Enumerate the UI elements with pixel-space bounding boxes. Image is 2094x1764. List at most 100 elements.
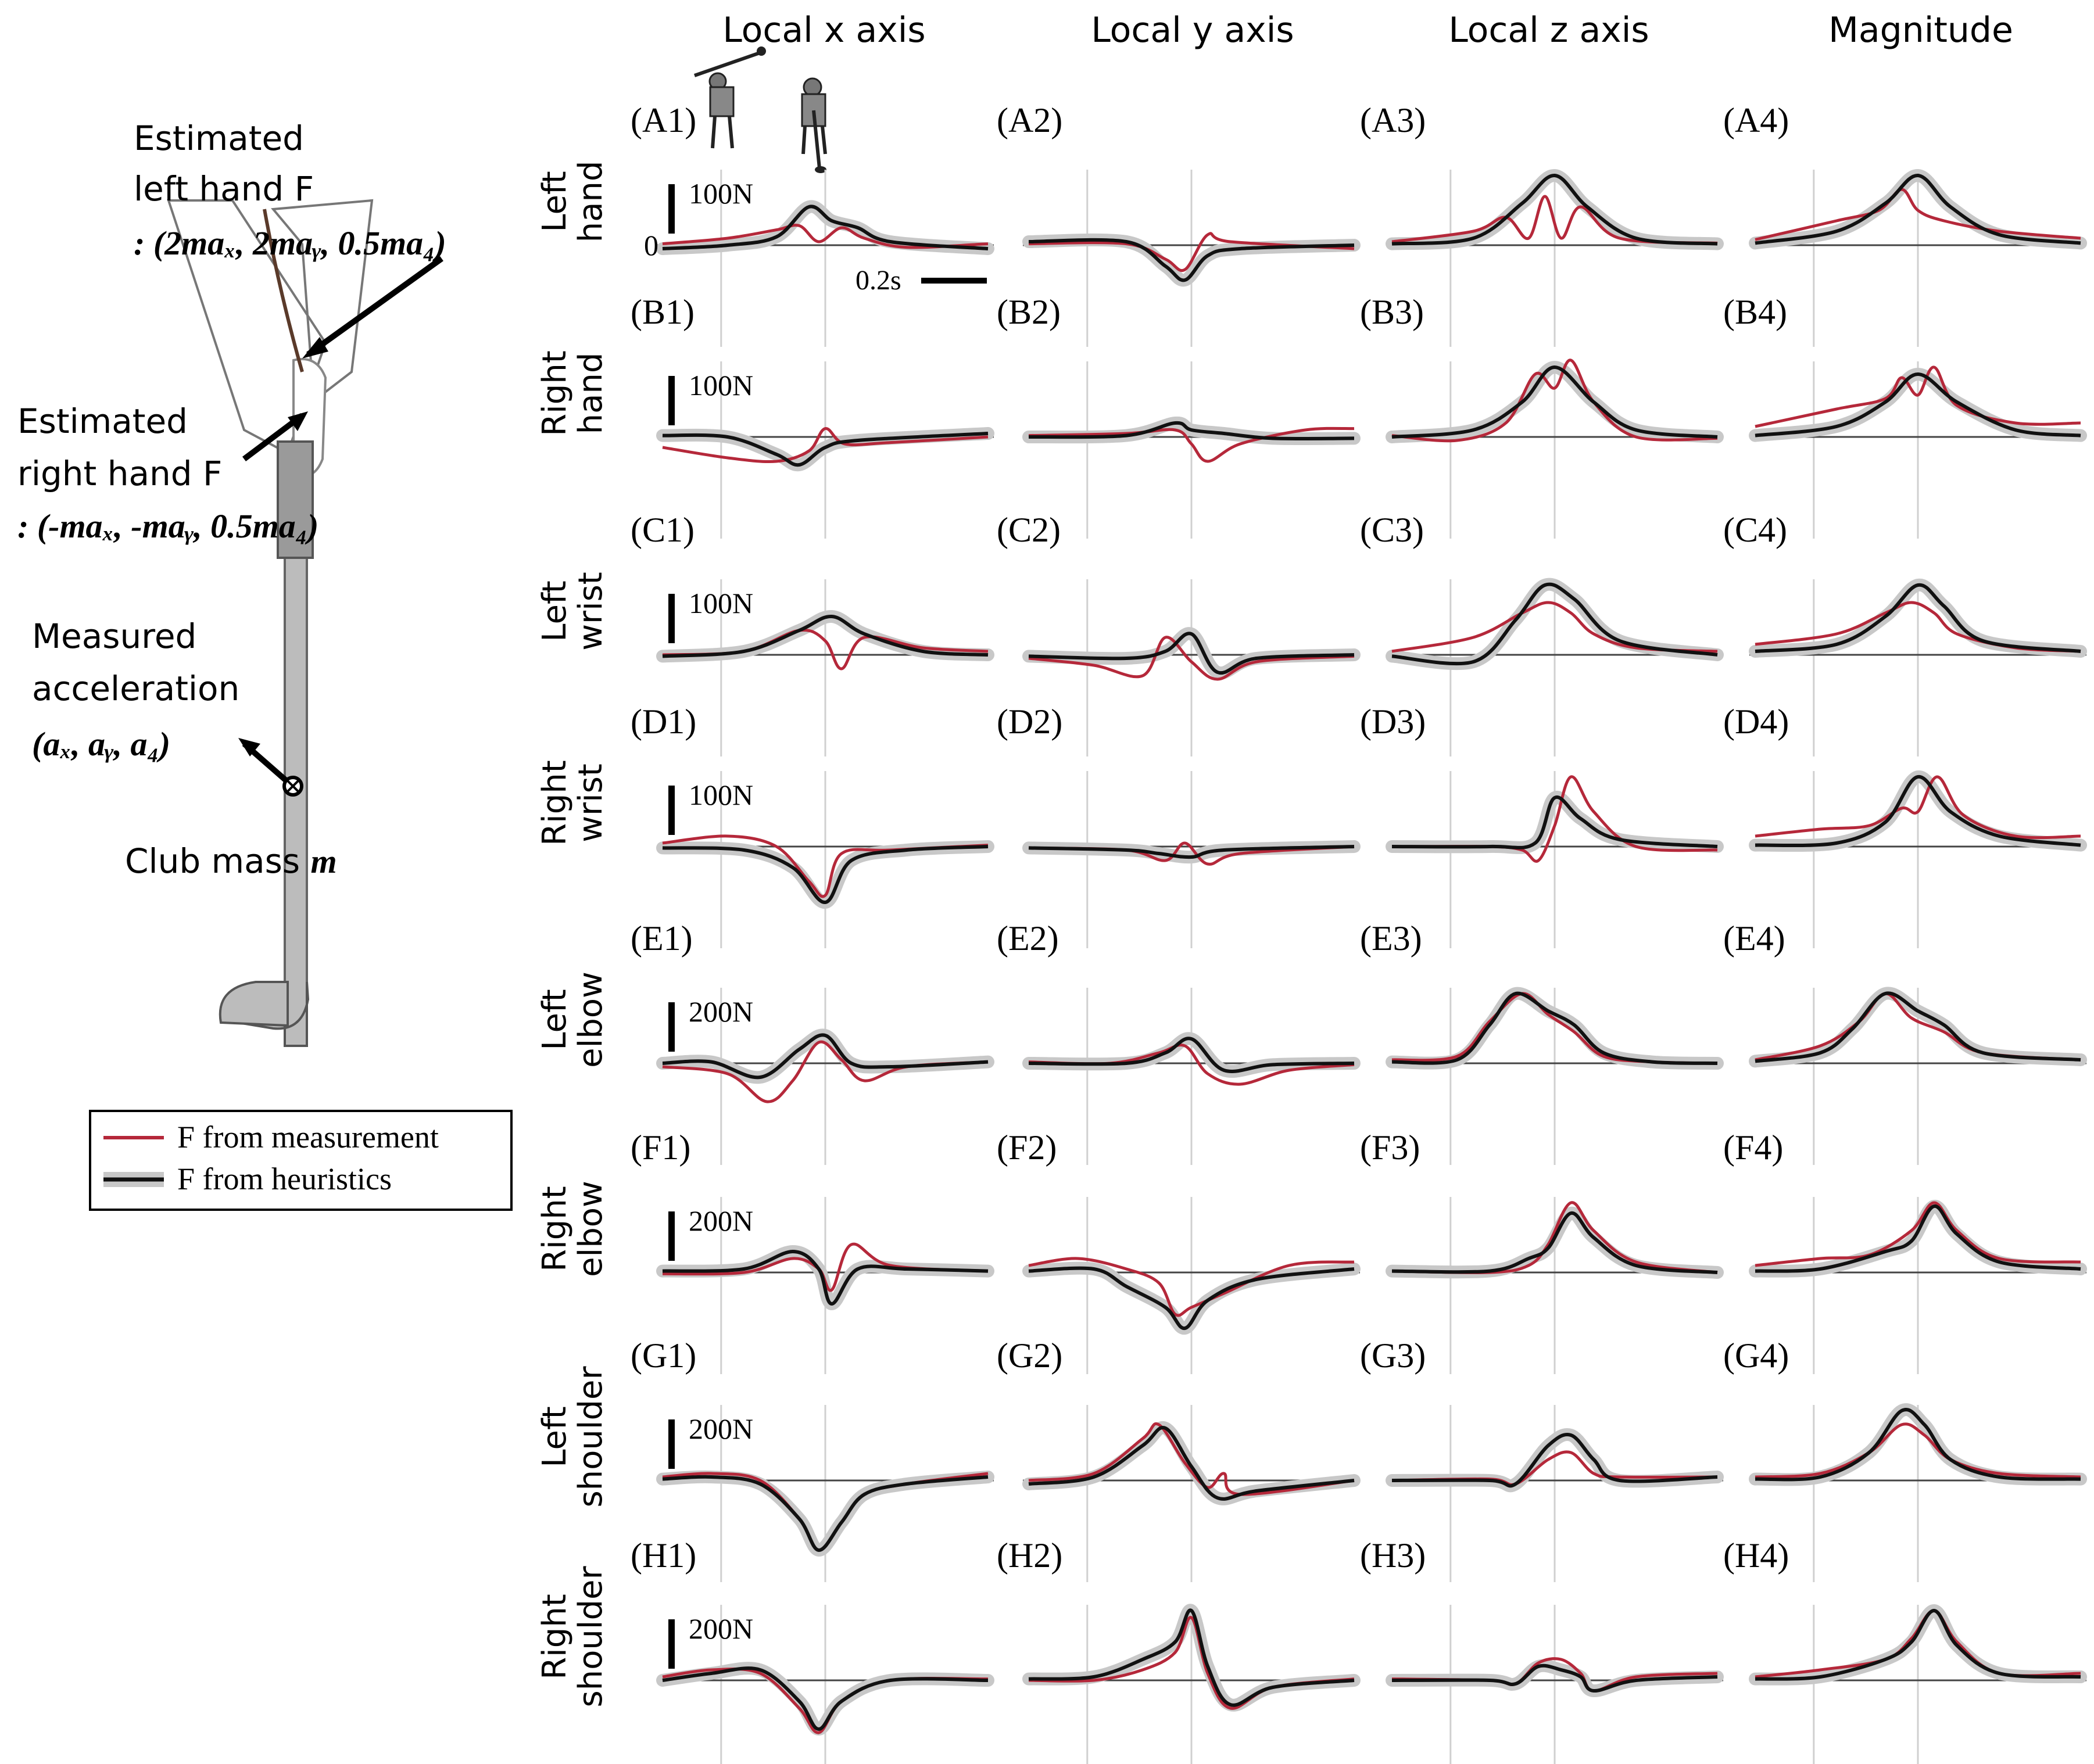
panel-b4: (B4): [1723, 293, 2087, 539]
panel-g3: (G3): [1360, 1336, 1724, 1582]
accel-label-1: Measured: [32, 616, 196, 656]
row-label-d-line-1: wrist: [572, 763, 610, 842]
arrow-accel-head: [238, 738, 260, 756]
force-scale-label-c: 100N: [689, 587, 753, 619]
measurement-line-f1: [662, 1242, 989, 1292]
club-grip: [277, 440, 314, 559]
row-label-e-line-1: elbow: [572, 971, 610, 1068]
heuristics-line-a1: [662, 205, 989, 250]
row-label-f-line-0: Right: [536, 1186, 574, 1271]
legend-label-heuristics: F from heuristics: [177, 1161, 392, 1196]
heuristics-line-b3: [1391, 365, 1718, 439]
force-scale-label-g: 200N: [689, 1412, 753, 1445]
measurement-line-d4: [1755, 775, 2081, 840]
club-toe: [219, 981, 289, 1027]
heuristics-line-c4: [1755, 583, 2081, 653]
arrow-right-hand-head: [288, 411, 308, 431]
force-scale-bar-f: [668, 1211, 675, 1261]
row-label-e-line-0: Left: [536, 989, 574, 1050]
right-hand-formula: : (-maₓ, -maᵧ, 0.5ma₄): [17, 507, 318, 545]
panel-label-a1: (A1): [631, 101, 696, 139]
heuristics-line-c3: [1391, 582, 1718, 666]
force-scale-bar-g: [668, 1419, 675, 1469]
row-label-g-line-1: shoulder: [572, 1366, 610, 1508]
panel-label-d1: (D1): [631, 702, 696, 741]
panel-label-e2: (E2): [997, 919, 1059, 958]
panel-label-b4: (B4): [1723, 293, 1787, 331]
force-scale-label-h: 200N: [689, 1612, 753, 1645]
right-hand-label-2: right hand F: [17, 454, 222, 493]
panel-label-g3: (G3): [1360, 1336, 1426, 1375]
golfer-top-of-swing-icon: [694, 46, 766, 149]
panel-label-f3: (F3): [1360, 1128, 1420, 1167]
column-title-x: Local x axis: [722, 10, 925, 51]
force-scale-label-a: 100N: [689, 177, 753, 210]
panel-e1: (E1) 200N: [631, 919, 994, 1165]
panel-f2: (F2): [997, 1128, 1361, 1374]
force-scale-bar-e: [668, 1002, 675, 1052]
row-label-a-line-1: hand: [572, 161, 610, 243]
legend-box: [89, 1110, 513, 1211]
panel-d2: (D2): [997, 702, 1361, 948]
panel-label-e1: (E1): [631, 919, 693, 958]
heuristics-line-e3: [1391, 991, 1718, 1065]
measurement-line-a1: [662, 224, 989, 249]
panel-label-a2: (A2): [997, 101, 1062, 139]
measurement-line-b3: [1391, 358, 1718, 443]
panel-label-g1: (G1): [631, 1336, 696, 1375]
time-scale-label: 0.2s: [856, 265, 901, 296]
force-scale-label-b: 100N: [689, 369, 753, 401]
heuristics-line-b4: [1755, 372, 2081, 438]
measurement-line-a2: [1028, 232, 1355, 273]
heuristics-line-c1: [662, 614, 989, 658]
panel-g4: (G4): [1723, 1336, 2087, 1582]
panel-label-e3: (E3): [1360, 919, 1422, 958]
force-scale-bar-b: [668, 376, 675, 425]
heuristics-line-f4: [1755, 1204, 2081, 1273]
panel-c4: (C4): [1723, 511, 2087, 756]
force-scale-label-f: 200N: [689, 1204, 753, 1237]
panel-h3: (H3): [1360, 1536, 1724, 1764]
panel-f4: (F4): [1723, 1128, 2087, 1374]
row-labels: LefthandRighthandLeftwristRightwristLeft…: [536, 161, 610, 1708]
panel-label-e4: (E4): [1723, 919, 1785, 958]
force-scale-label-d: 100N: [689, 779, 753, 811]
column-title-magnitude: Magnitude: [1828, 10, 2013, 51]
row-label-h-line-0: Right: [536, 1594, 574, 1679]
panel-c2: (C2): [997, 511, 1361, 756]
panel-label-h1: (H1): [631, 1536, 696, 1575]
heuristics-line-e2: [1028, 1037, 1355, 1074]
panel-d4: (D4): [1723, 702, 2087, 948]
panel-label-c2: (C2): [997, 511, 1061, 549]
panel-label-d4: (D4): [1723, 702, 1789, 741]
heuristics-line-e4: [1755, 991, 2081, 1063]
panel-e2: (E2): [997, 919, 1361, 1165]
panel-h2: (H2): [997, 1536, 1361, 1764]
heuristics-line-b1: [662, 432, 989, 467]
panel-f3: (F3): [1360, 1128, 1724, 1374]
swing-pictograms: [694, 46, 827, 173]
panel-label-h3: (H3): [1360, 1536, 1426, 1575]
club-mass-label: Club mass m: [125, 841, 337, 881]
heuristics-line-a2: [1028, 238, 1355, 282]
column-title-z: Local z axis: [1448, 10, 1649, 51]
force-scale-label-e: 200N: [689, 995, 753, 1028]
measurement-line-a4: [1755, 188, 2081, 241]
heuristics-line-h2: [1028, 1608, 1355, 1707]
panel-g2: (G2): [997, 1336, 1361, 1582]
left-hand-label-2: left hand F: [134, 169, 314, 209]
panel-label-b2: (B2): [997, 293, 1061, 331]
panel-label-c1: (C1): [631, 511, 695, 549]
measurement-line-b1: [662, 427, 989, 464]
heuristics-line-d4: [1755, 775, 2081, 848]
heuristics-line-f2: [1028, 1266, 1355, 1330]
heuristics-line-e1: [662, 1033, 989, 1080]
measurement-line-g4: [1755, 1422, 2081, 1479]
force-scale-bar-c: [668, 594, 675, 643]
row-label-c-line-0: Left: [536, 580, 574, 641]
heuristics-line-d2: [1028, 845, 1355, 859]
